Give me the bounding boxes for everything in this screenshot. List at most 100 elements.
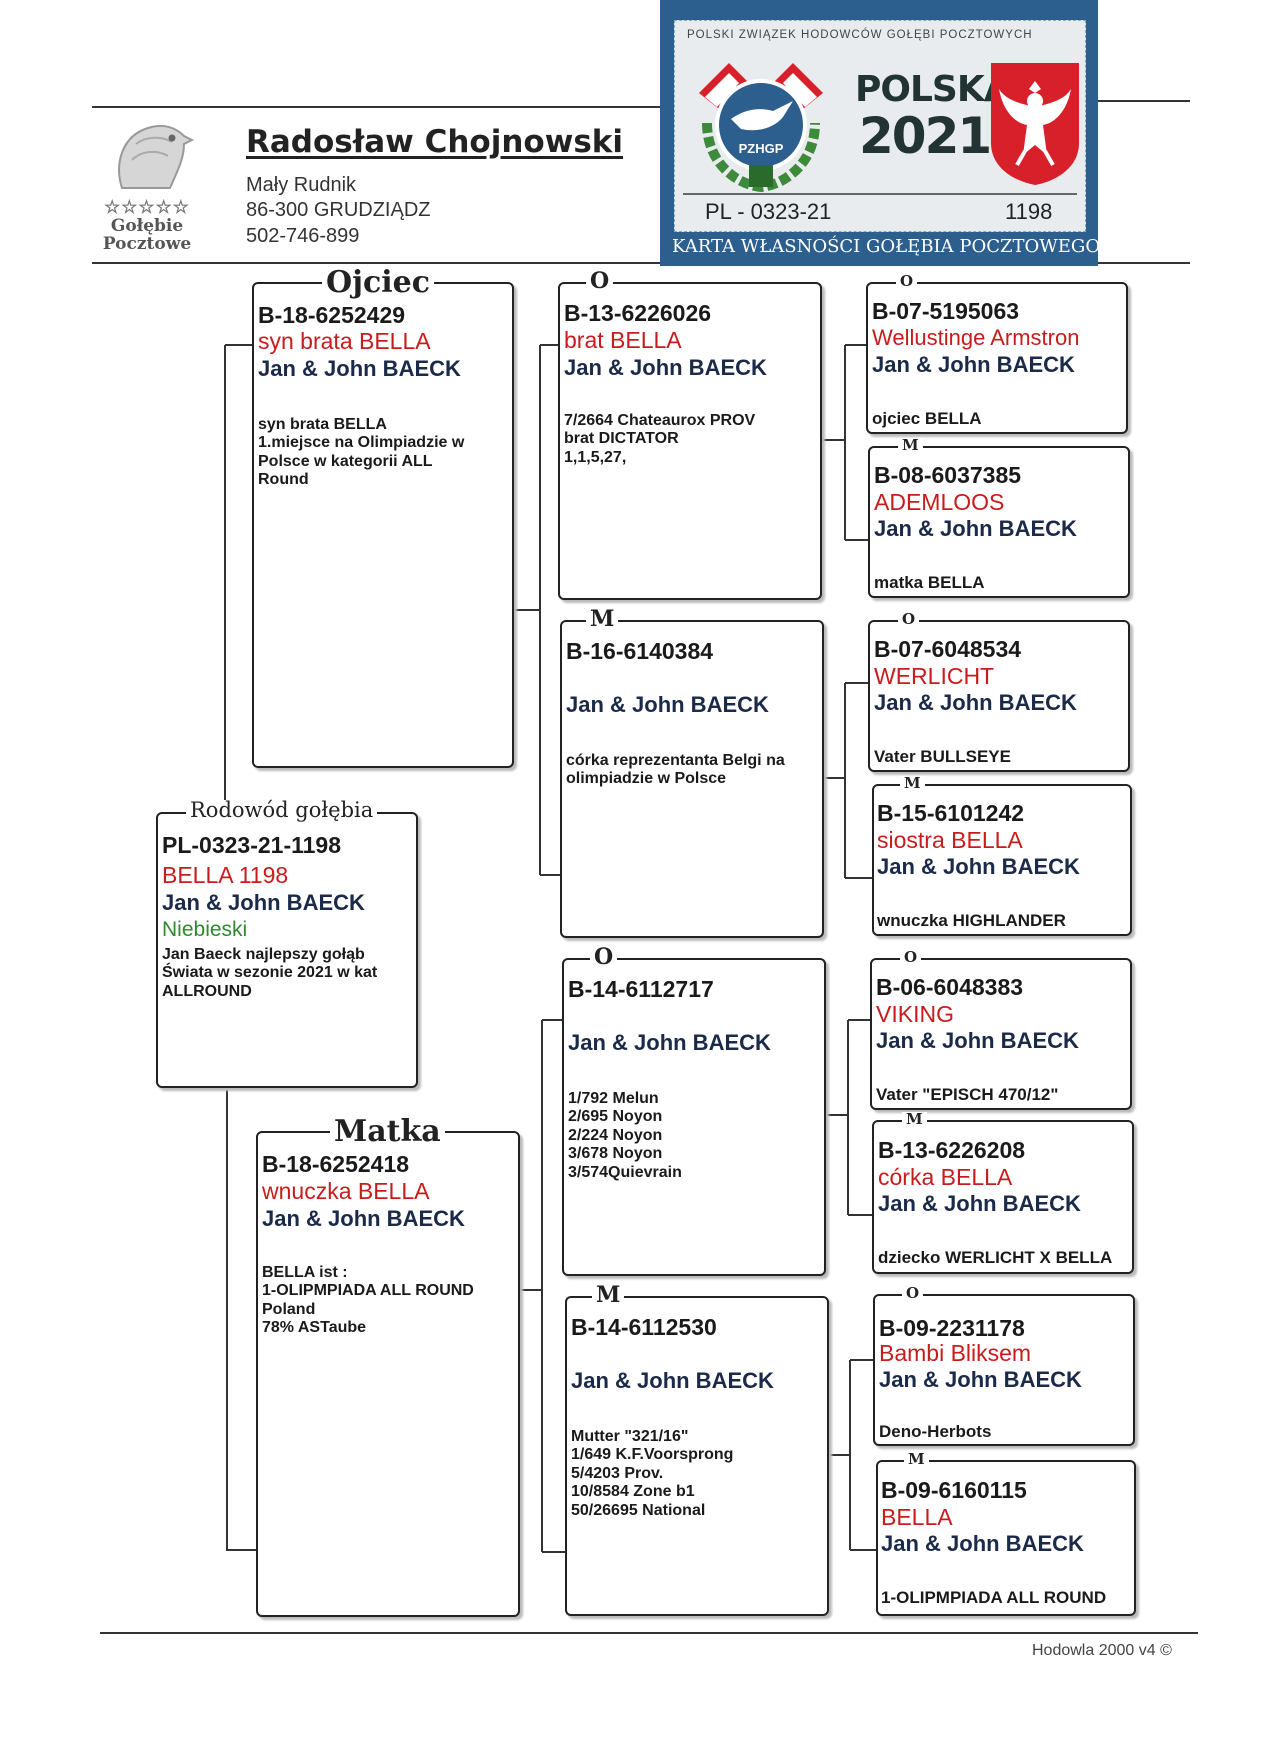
card-ring: PL - 0323-21	[705, 199, 832, 224]
ownership-card: POLSKI ZWIĄZEK HODOWCÓW GOŁĘBI POCZTOWYC…	[660, 0, 1101, 266]
subject-name: BELLA 1198	[162, 862, 289, 888]
ggp7-owner: Jan & John BAECK	[879, 1367, 1082, 1392]
ggp8-label: M	[904, 1452, 929, 1467]
emblem-text: PZHGP	[739, 141, 784, 156]
ggp3-name: WERLICHT	[874, 663, 995, 689]
grandfather-maternal-box	[562, 958, 826, 1276]
fm-owner: Jan & John BAECK	[566, 692, 769, 717]
subject-color: Niebieski	[162, 918, 248, 941]
ggp6-owner: Jan & John BAECK	[878, 1191, 1081, 1216]
card-number: 1198	[1005, 199, 1053, 224]
ggp5-note: Vater "EPISCH 470/12"	[876, 1085, 1059, 1104]
grandfather-paternal-label: O	[586, 270, 614, 292]
great-grandparent-box-1	[866, 282, 1128, 434]
polish-eagle-shield-icon	[991, 63, 1079, 185]
mother-owner: Jan & John BAECK	[262, 1206, 465, 1231]
card-inner: POLSKI ZWIĄZEK HODOWCÓW GOŁĘBI POCZTOWYC…	[674, 20, 1086, 232]
mm-note: Mutter "321/16" 1/649 K.F.Voorsprong 5/4…	[571, 1428, 734, 1519]
mm-owner: Jan & John BAECK	[571, 1368, 774, 1393]
logo-line1: Gołębie	[110, 216, 184, 236]
great-grandparent-box-6	[872, 1120, 1134, 1274]
grandfather-paternal-box	[558, 282, 822, 600]
logo-stars: ☆☆☆☆☆	[104, 197, 190, 218]
ggp8-owner: Jan & John BAECK	[881, 1531, 1084, 1556]
breeder-address-line1: Mały Rudnik	[246, 174, 357, 196]
ggp2-label: M	[898, 438, 923, 453]
ggp3-owner: Jan & John BAECK	[874, 690, 1077, 715]
ggp4-note: wnuczka HIGHLANDER	[877, 911, 1066, 930]
great-grandparent-box-4	[872, 784, 1132, 936]
ggp1-name: Wellustinge Armstron	[872, 325, 1080, 350]
father-label: Ojciec	[322, 268, 435, 298]
ggp6-name: córka BELLA	[878, 1164, 1013, 1190]
father-note: syn brata BELLA 1.miejsce na Olimpiadzie…	[258, 416, 465, 489]
grandmother-maternal-label: M	[592, 1284, 625, 1306]
ggp8-note: 1-OLIPMPIADA ALL ROUND	[881, 1588, 1107, 1607]
ff-name: brat BELLA	[564, 327, 682, 353]
grandmother-paternal-label: M	[586, 608, 619, 630]
great-grandparent-box-8	[876, 1460, 1136, 1616]
mm-ring: B-14-6112530	[571, 1314, 717, 1340]
pigeon-head-icon	[118, 125, 195, 189]
ggp4-name: siostra BELLA	[877, 827, 1023, 853]
great-grandparent-box-3	[868, 620, 1130, 772]
mf-note: 1/792 Melun 2/695 Noyon 2/224 Noyon 3/67…	[568, 1090, 682, 1181]
ggp7-name: Bambi Bliksem	[879, 1340, 1032, 1366]
great-grandparent-box-7	[873, 1294, 1135, 1446]
ggp5-name: VIKING	[876, 1001, 954, 1027]
card-country: POLSKA	[855, 69, 1012, 110]
ggp1-owner: Jan & John BAECK	[872, 352, 1075, 377]
subject-owner: Jan & John BAECK	[162, 890, 365, 915]
header-top-rule-right	[1098, 100, 1190, 102]
subject-ring: PL-0323-21-1198	[162, 832, 342, 858]
ff-ring: B-13-6226026	[564, 300, 712, 326]
grandmother-maternal-box	[565, 1296, 829, 1616]
ggp4-ring: B-15-6101242	[877, 800, 1025, 826]
mother-ring: B-18-6252418	[262, 1151, 410, 1177]
father-box	[252, 282, 514, 768]
subject-label: Rodowód gołębia	[186, 800, 378, 821]
grandfather-maternal-label: O	[590, 946, 618, 968]
ggp1-ring: B-07-5195063	[872, 298, 1020, 324]
breeder-address-line2: 86-300 GRUDZIĄDZ	[246, 199, 431, 221]
ggp8-ring: B-09-6160115	[881, 1477, 1027, 1503]
ggp5-owner: Jan & John BAECK	[876, 1028, 1079, 1053]
breeder-phone: 502-746-899	[246, 225, 360, 247]
ggp8-name: BELLA	[881, 1504, 953, 1530]
subject-note: Jan Baeck najlepszy gołąb Świata w sezon…	[162, 946, 378, 1000]
ggp1-label: O	[896, 274, 918, 289]
footer-rule	[100, 1632, 1198, 1634]
software-credit: Hodowla 2000 v4 ©	[1032, 1642, 1172, 1659]
mother-label: Matka	[330, 1117, 445, 1147]
ggp4-label: M	[900, 776, 925, 791]
ggp7-label: O	[902, 1286, 924, 1301]
mother-box	[256, 1131, 520, 1617]
card-divider	[683, 193, 1077, 195]
ggp5-ring: B-06-6048383	[876, 974, 1024, 1000]
breeder-name: Radosław Chojnowski	[246, 124, 624, 160]
card-footer: KARTA WŁASNOŚCI GOŁĘBIA POCZTOWEGO	[672, 236, 1101, 257]
fm-note: córka reprezentanta Belgi na olimpiadzie…	[566, 752, 785, 788]
subject-pigeon-box	[156, 812, 418, 1088]
ggp2-ring: B-08-6037385	[874, 462, 1022, 488]
ff-note: 7/2664 Chateaurox PROV brat DICTATOR 1,1…	[564, 412, 756, 466]
ggp5-label: O	[900, 950, 922, 965]
ggp2-owner: Jan & John BAECK	[874, 516, 1077, 541]
ggp2-name: ADEMLOOS	[874, 489, 1005, 515]
ggp6-note: dziecko WERLICHT X BELLA	[878, 1248, 1113, 1267]
mother-name: wnuczka BELLA	[262, 1178, 430, 1204]
card-organization: POLSKI ZWIĄZEK HODOWCÓW GOŁĘBI POCZTOWYC…	[687, 29, 1033, 41]
header-top-rule	[92, 106, 662, 108]
ggp4-owner: Jan & John BAECK	[877, 854, 1080, 879]
ggp1-note: ojciec BELLA	[872, 409, 982, 428]
logo-line2: Pocztowe	[102, 234, 192, 254]
mf-owner: Jan & John BAECK	[568, 1030, 771, 1055]
fm-ring: B-16-6140384	[566, 638, 714, 664]
header-bottom-rule	[92, 262, 1190, 264]
ggp7-ring: B-09-2231178	[879, 1315, 1025, 1341]
ggp2-note: matka BELLA	[874, 573, 985, 592]
ggp3-label: O	[898, 612, 920, 627]
ggp6-ring: B-13-6226208	[878, 1137, 1026, 1163]
ggp7-note: Deno-Herbots	[879, 1422, 992, 1441]
